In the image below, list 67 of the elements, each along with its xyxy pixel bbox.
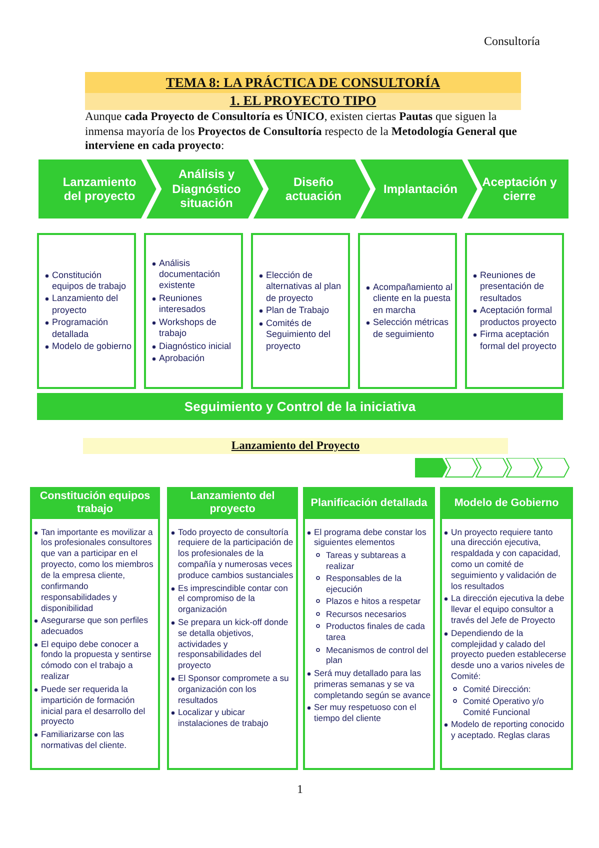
phase-box	[37, 233, 136, 389]
bullet-item: Lanzamiento del proyecto	[52, 293, 118, 315]
bullet-item: La dirección ejecutiva la debe llevar el equipo consultor a través del Jefe de Proyecto	[451, 593, 564, 626]
bullet-item: Todo proyecto de consultoría requiere de la participación de los profesionales de la compañía y numerosas veces produce cambios sustanciales	[178, 526, 294, 580]
info-card	[303, 487, 435, 770]
bullet-item: Acompañamiento al cliente en la puesta en marcha	[373, 282, 453, 315]
bullet-item: Asegurarse que son perfiles adecuados	[41, 615, 148, 636]
page-header: Consultoría	[483, 34, 540, 50]
bullet-item: Aprobación	[159, 353, 205, 364]
bullet-item: Es imprescindible contar con el compromiso de la organización	[178, 582, 288, 614]
bullet-item: Diagnóstico inicial	[159, 340, 232, 350]
page-number: 1	[296, 782, 304, 798]
card-header: Lanzamiento del proyecto	[167, 487, 298, 519]
document-title: TEMA 8: LA PRÁCTICA DE CONSULTORÍA	[85, 72, 521, 93]
phase-box	[144, 233, 243, 389]
section-heading: 1. EL PROYECTO TIPO	[85, 92, 521, 110]
intro-paragraph: Aunque cada Proyecto de Consultoría es ÚNICO, existen ciertas Pautas que siguen la inmensa mayoría de los Proyectos de Consultoría respecto de la Metodología General que interviene en cada proyecto:	[85, 110, 518, 154]
bullet-item: Firma aceptación formal del proyecto	[480, 329, 557, 350]
card-header: Modelo de Gobierno	[440, 487, 573, 519]
bullet-item: Familiarizarse con las normativas del cliente.	[41, 728, 127, 750]
info-card	[30, 487, 160, 770]
bullet-item: Puede ser requerida la impartición de formación inicial para el desarrollo del proyecto	[41, 684, 146, 726]
sub-bullet-item: Recursos necesarios	[326, 608, 406, 619]
phase-box	[358, 233, 457, 389]
info-card	[440, 487, 573, 770]
bullet-item: Programación detallada	[52, 317, 108, 339]
bullet-item: El equipo debe conocer a fondo la propuesta y sentirse cómodo con el trabajo a realizar	[41, 638, 152, 682]
bullet-item: Workshops de trabajo	[159, 316, 216, 338]
bullet-item: El Sponsor compromete a su organización con los resultados	[178, 672, 289, 705]
chevron-step: Diseño actuación	[251, 158, 372, 220]
bullet-item: Un proyecto requiere tanto una dirección ejecutiva, respaldada y con capacidad, como un comité de seguimiento y validación de los resultados	[451, 526, 560, 592]
bullet-item: Tan importante es movilizar a los profesionales consultores que van a participar en el proyecto, como los miembros de la empresa cliente, confirmando responsabilidades y disponibilidad	[41, 526, 154, 613]
bullet-item: Ser muy respetuoso con el tiempo del cliente	[314, 702, 416, 723]
bullet-item: Plan de Trabajo	[266, 305, 330, 316]
chevron-step: Aceptación y cierre	[465, 158, 570, 220]
chevron-step: Implantación	[358, 158, 479, 220]
info-card	[167, 487, 298, 770]
bullet-item: Elección de alternativas al plan de proyecto	[266, 270, 342, 303]
bullet-item: Selección métricas de seguimiento	[373, 317, 449, 339]
control-bar: Seguimiento y Control de la iniciativa	[37, 393, 563, 420]
bullet-item: Dependiendo de la complejidad y calado del proyecto pueden establecerse desde uno a varios niveles de Comité:	[451, 628, 566, 682]
phase-box	[465, 233, 564, 389]
chevron-step: Lanzamiento del proyecto	[37, 158, 158, 220]
bullet-item: Se prepara un kick-off donde se detalla objetivos, actividades y responsabilidades del proyecto	[178, 616, 288, 670]
sub-bullet-item: Tareas y subtareas a realizar	[326, 550, 406, 571]
card-header: Planificación detallada	[303, 487, 435, 519]
bullet-item: Modelo de reporting conocido y aceptado. Reglas claras	[451, 719, 564, 740]
chevron-step: Análisis y Diagnóstico situación	[144, 158, 265, 220]
bullet-item: Análisis documentación existente	[159, 258, 220, 290]
bullet-item: Localizar y ubicar instalaciones de trabajo	[178, 707, 268, 728]
subsection-heading: Lanzamiento del Proyecto	[83, 438, 508, 454]
phase-box	[251, 233, 350, 389]
sub-bullet-item: Mecanismos de control del plan	[326, 644, 428, 666]
sub-bullet-item: Comité Operativo y/o Comité Funcional	[463, 696, 544, 717]
sub-bullet-item: Plazos e hitos a respetar	[326, 596, 421, 606]
sub-bullet-item: Productos finales de cada tarea	[326, 621, 425, 642]
bullet-item: Modelo de gobierno	[52, 341, 132, 352]
bullet-item: Aceptación formal productos proyecto	[480, 305, 557, 327]
sub-bullet-item: Comité Dirección:	[463, 684, 531, 694]
bullet-item: Constitución equipos de trabajo	[52, 270, 126, 291]
bullet-item: El programa debe constar los siguientes elementos	[314, 526, 426, 548]
bullet-item: Comités de Seguimiento del proyecto	[266, 318, 331, 350]
bullet-item: Será muy detallado para las primeras semanas y se va completando según se avance	[314, 668, 431, 700]
bullet-item: Reuniones de presentación de resultados	[480, 270, 544, 303]
sub-bullet-item: Responsables de la ejecución	[326, 573, 402, 594]
card-header: Constitución equipos trabajo	[30, 487, 160, 519]
bullet-item: Reuniones interesados	[159, 292, 206, 314]
